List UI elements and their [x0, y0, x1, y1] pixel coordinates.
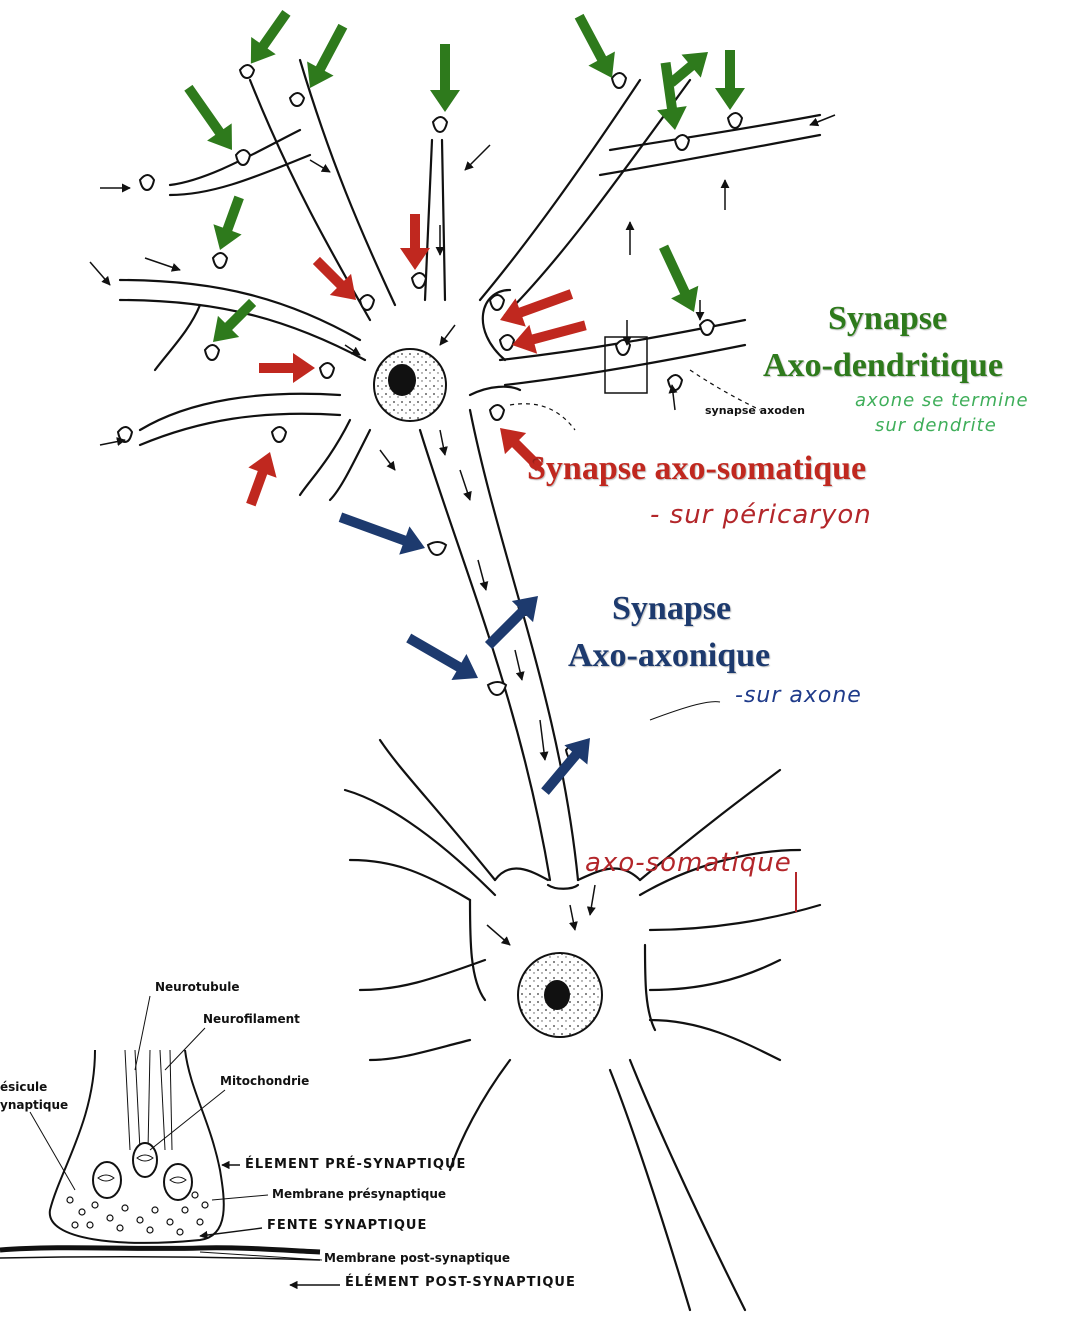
- title-axo-axonique-line2: Axo-axonique: [568, 637, 771, 674]
- synapse-inset: [0, 995, 340, 1290]
- axonique-note-stroke: [649, 701, 721, 721]
- label-element-pre: ÉLEMENT PRÉ-SYNAPTIQUE: [245, 1157, 467, 1172]
- title-axo-axonique-line1: Synapse: [612, 590, 732, 627]
- label-membrane-pre: Membrane présynaptique: [272, 1187, 447, 1201]
- lower-soma: [517, 952, 603, 1038]
- label-fente: FENTE SYNAPTIQUE: [267, 1218, 428, 1233]
- flow-arrows: [89, 114, 836, 946]
- blue-arrows: [338, 512, 590, 795]
- note-sur-axone: -sur axone: [735, 683, 862, 708]
- note-bottom-axo-somatique: axo-somatique: [585, 848, 792, 878]
- label-element-post: ÉLÉMENT POST-SYNAPTIQUE: [345, 1275, 576, 1290]
- label-neurotubule: Neurotubule: [155, 980, 240, 994]
- title-axo-somatique: Synapse axo-somatique: [527, 450, 867, 487]
- axodendritic-highlight-box: [604, 336, 648, 394]
- green-arrows: [184, 9, 745, 342]
- label-membrane-post: Membrane post-synaptique: [324, 1251, 511, 1265]
- title-axo-dendritique-line2: Axo-dendritique: [763, 347, 1003, 384]
- note-pericaryon: - sur péricaryon: [650, 500, 872, 530]
- label-vesicule-line2: ynaptique: [0, 1098, 69, 1112]
- label-neurofilament: Neurofilament: [203, 1012, 300, 1026]
- lower-neuron: [343, 738, 822, 1312]
- label-mitochondrie: Mitochondrie: [220, 1074, 310, 1088]
- axosomatic-pointer: [509, 403, 576, 431]
- title-axo-dendritique-line1: Synapse: [828, 300, 948, 337]
- upper-soma: [373, 348, 447, 422]
- upper-neuron: [118, 58, 822, 882]
- note-dendrite-line2: sur dendrite: [875, 415, 997, 436]
- red-arrows: [246, 214, 587, 507]
- synaptic-boutons: [116, 64, 744, 762]
- label-vesicule-line1: ésicule: [0, 1080, 48, 1094]
- axodendritic-pointer: [689, 369, 761, 411]
- note-dendrite-line1: axone se termine: [855, 390, 1029, 411]
- label-synapse-axoden: synapse axoden: [705, 404, 805, 417]
